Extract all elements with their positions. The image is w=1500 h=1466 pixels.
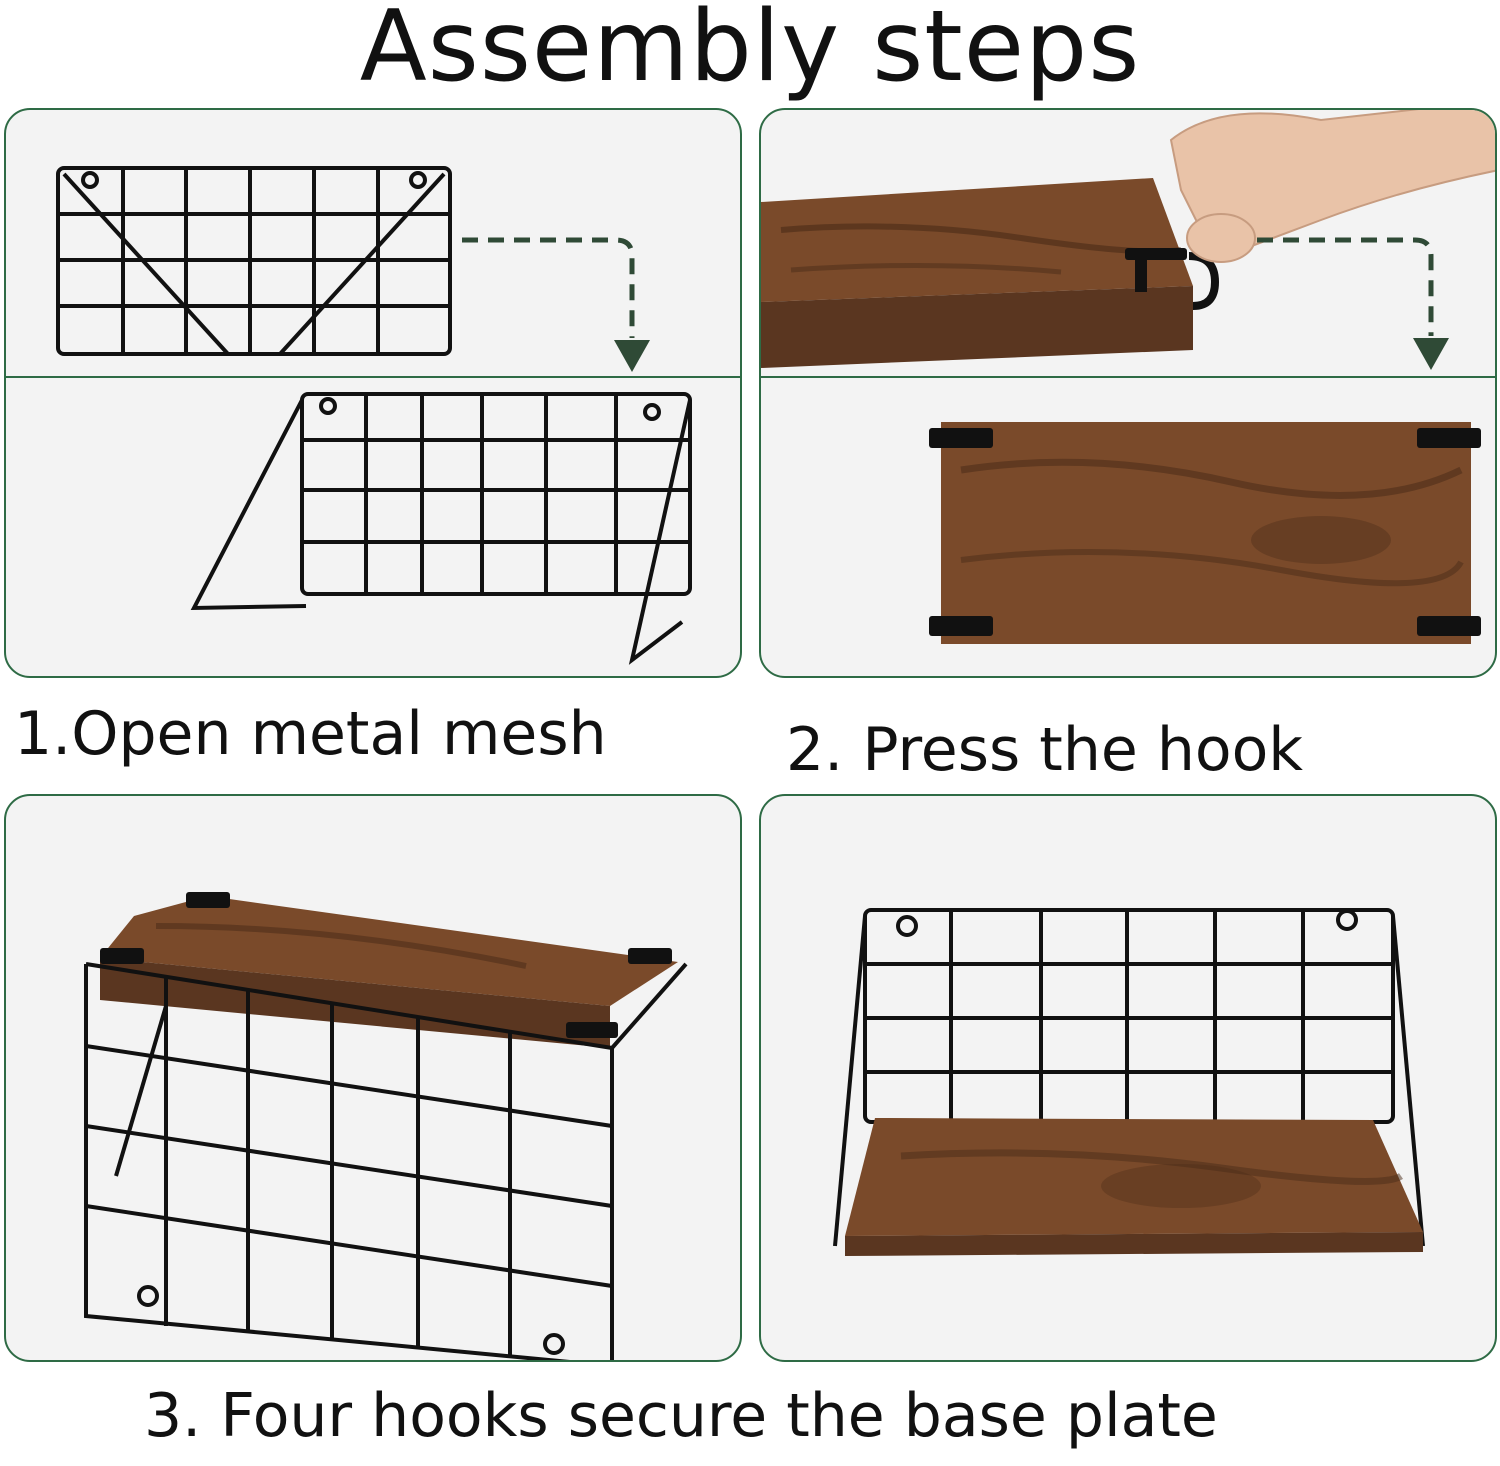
- arrow-head-icon: [614, 340, 650, 372]
- opened-mesh-image: [190, 392, 692, 665]
- step-1-label: 1.Open metal mesh: [14, 699, 607, 769]
- step-2-illustration: [761, 110, 1495, 644]
- step-4-panel: [759, 794, 1497, 1362]
- step-2-panel: [759, 108, 1497, 678]
- step-3-label: 3. Four hooks secure the base plate: [144, 1381, 1218, 1451]
- step-3-illustration: [84, 892, 688, 1360]
- step-2-divider: [761, 376, 1495, 378]
- step-1-illustration: [56, 166, 692, 665]
- wood-plank-side-image: [761, 178, 1193, 368]
- step-1-panel: [4, 108, 742, 678]
- flat-mesh-image: [56, 166, 452, 356]
- corner-hooks-icon: [929, 428, 1481, 636]
- dashed-arrow-icon: [462, 237, 635, 338]
- step-2-label: 2. Press the hook: [786, 715, 1304, 785]
- dashed-arrow-icon: [1257, 237, 1434, 336]
- arrow-head-icon: [1413, 338, 1449, 370]
- step-1-divider: [6, 376, 740, 378]
- corner-hooks-icon: [100, 892, 672, 1038]
- step-4-illustration: [833, 908, 1425, 1256]
- page-title: Assembly steps: [359, 0, 1141, 104]
- wire-mesh-image: [84, 962, 688, 1360]
- hand-icon: [1169, 110, 1495, 263]
- wood-plank-top-image: [941, 422, 1471, 644]
- shelf-base-image: [845, 1118, 1423, 1256]
- step-3-panel: [4, 794, 742, 1362]
